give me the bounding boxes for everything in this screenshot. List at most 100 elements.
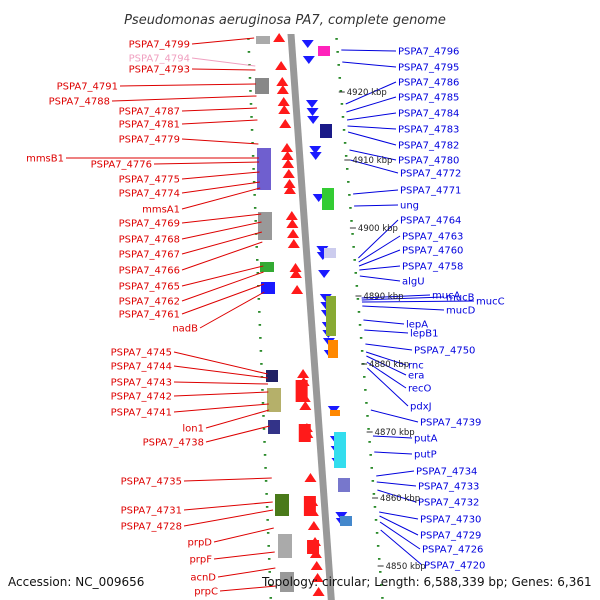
right-leader-line	[363, 319, 405, 325]
tick-dot	[370, 467, 374, 469]
right-gene-label: PSPA7_4783	[398, 125, 459, 136]
right-gene-label: PSPA7_4760	[402, 246, 463, 257]
tick-dot	[257, 298, 261, 300]
left-leader-line	[181, 241, 263, 271]
gene-block	[268, 420, 280, 434]
tick-dot	[375, 532, 379, 534]
right-leader-line	[359, 265, 401, 271]
right-gene-labels: PSPA7_4796PSPA7_4795PSPA7_4786PSPA7_4785…	[398, 47, 505, 572]
tick-dot	[251, 155, 255, 157]
left-gene-label: PSPA7_4761	[119, 310, 180, 321]
gene-block	[295, 380, 308, 402]
right-leader-line	[350, 159, 399, 174]
gene-block	[256, 36, 270, 44]
tick-dot	[367, 428, 370, 430]
tick-label: 4890 kbp	[363, 292, 403, 302]
tick-dot	[339, 90, 343, 92]
tick-dot	[266, 532, 270, 534]
tick-dot	[357, 311, 361, 313]
left-leader-line	[181, 107, 257, 112]
map-title: Pseudomonas aeruginosa PA7, complete gen…	[124, 13, 446, 28]
tick-dot	[365, 402, 368, 404]
tick-dot	[259, 337, 262, 339]
left-gene-label: nadB	[172, 324, 198, 335]
tick-dot	[359, 337, 363, 339]
gene-arrow-up	[310, 561, 323, 570]
gene-block	[257, 148, 271, 190]
right-leader-line	[379, 515, 419, 536]
tick-dot	[261, 389, 264, 391]
right-gene-label: ung	[400, 201, 419, 212]
gene-arrow-up	[280, 143, 293, 152]
gene-arrow-up	[276, 77, 289, 86]
tick-dot	[249, 90, 252, 92]
gene-arrow-up	[289, 269, 302, 278]
gene-arrow-up	[297, 369, 310, 378]
left-gene-label: PSPA7_4775	[119, 175, 180, 186]
right-leader-line	[358, 235, 401, 263]
right-leader-line	[346, 96, 397, 113]
gene-block	[267, 388, 281, 412]
gene-block	[326, 296, 336, 336]
left-gene-label: PSPA7_4735	[121, 477, 182, 488]
right-leader-line	[354, 204, 399, 207]
tick-label: 4850 kbp	[386, 562, 426, 572]
gene-arrow-up	[278, 105, 291, 114]
left-leader-line	[181, 271, 264, 302]
gene-arrow-down	[307, 116, 320, 124]
tick-dot	[343, 142, 347, 144]
gene-block	[340, 516, 352, 526]
gene-arrow-down	[301, 40, 314, 48]
left-leader-line	[213, 551, 275, 560]
right-leader-line	[359, 275, 401, 282]
right-leader-line	[370, 409, 419, 423]
right-leader-line	[358, 249, 401, 267]
right-gene-label: PSPA7_4739	[420, 418, 481, 429]
gene-arrow-up	[273, 33, 286, 42]
left-gene-label: prpD	[187, 538, 212, 549]
right-leader-line	[345, 81, 397, 105]
tick-dot	[253, 194, 256, 196]
gene-arrow-up	[307, 521, 320, 530]
gene-arrow-up	[287, 239, 300, 248]
right-leader-line	[365, 351, 407, 366]
left-leader-line	[181, 138, 259, 145]
left-gene-label: acnD	[190, 573, 216, 584]
tick-dot	[248, 77, 252, 79]
left-leader-line	[181, 221, 262, 240]
tick-dot	[369, 454, 372, 456]
tick-dot	[254, 220, 257, 222]
gene-block	[280, 572, 294, 592]
left-gene-labels: PSPA7_4799PSPA7_4794PSPA7_4793PSPA7_4791…	[26, 40, 218, 598]
left-leader-line	[111, 95, 257, 102]
right-gene-label: PSPA7_4733	[418, 482, 479, 493]
gene-block	[318, 46, 330, 56]
right-gene-label: mucA	[432, 291, 461, 302]
right-gene-label: PSPA7_4796	[398, 47, 459, 58]
right-gene-label: mucB	[446, 293, 475, 304]
right-gene-label: PSPA7_4729	[420, 531, 481, 542]
gene-block	[338, 478, 350, 492]
right-leader-line	[377, 489, 417, 503]
tick-dot	[265, 506, 269, 508]
left-gene-label: PSPA7_4779	[119, 135, 180, 146]
right-gene-label: lepA	[406, 320, 428, 331]
tick-dot	[364, 389, 367, 391]
tick-dot	[335, 38, 338, 40]
gene-features	[255, 33, 352, 596]
gene-block	[260, 262, 274, 272]
tick-dot	[352, 246, 355, 248]
left-gene-label: PSPA7_4781	[119, 120, 180, 131]
tick-dot	[253, 207, 257, 209]
tick-dot	[337, 64, 340, 66]
gene-arrow-up	[281, 151, 294, 160]
label-leader-lines	[66, 37, 475, 592]
right-gene-label: PSPA7_4732	[418, 498, 479, 509]
left-leader-line	[181, 119, 258, 125]
left-leader-line	[191, 37, 255, 45]
tick-dot	[258, 311, 261, 313]
left-gene-label: PSPA7_4744	[111, 362, 172, 373]
tick-dot	[252, 168, 255, 170]
gene-arrow-up	[286, 219, 299, 228]
